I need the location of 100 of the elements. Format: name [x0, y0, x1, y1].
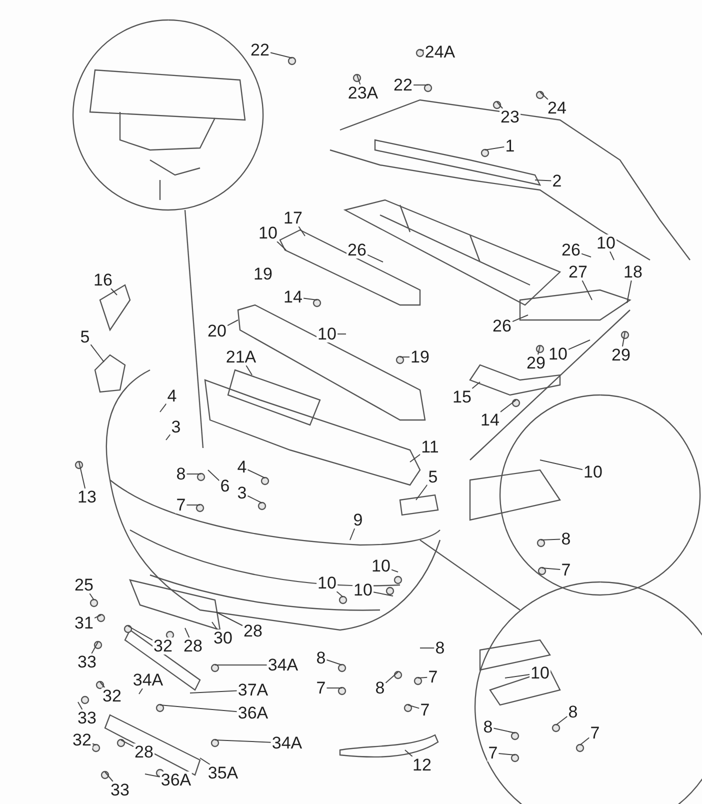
leader-line	[226, 320, 238, 326]
leader-line	[110, 288, 118, 296]
leader-line	[410, 454, 421, 462]
callout-number: 8	[315, 650, 327, 666]
callout-number: 7	[487, 744, 499, 762]
callout-number: 32	[152, 638, 174, 654]
callout-number: 28	[182, 638, 204, 654]
leader-line	[404, 750, 413, 757]
leader-line	[160, 704, 238, 712]
leader-line	[568, 340, 590, 350]
leader-line	[556, 716, 568, 726]
callout-number: 5	[79, 328, 91, 346]
callout-number: 7	[315, 680, 327, 696]
callout-number: 35A	[206, 764, 240, 782]
leader-line	[498, 753, 516, 756]
leader-line	[580, 737, 590, 746]
callout-number: 8	[560, 530, 572, 548]
leader-line	[104, 772, 114, 782]
callout-number: 8	[482, 718, 494, 736]
leader-line	[350, 528, 356, 540]
leader-line	[580, 253, 592, 258]
callout-number: 10	[370, 558, 392, 574]
leader-line	[400, 356, 410, 358]
callout-number: 10	[596, 234, 616, 252]
leader-line	[78, 462, 86, 489]
callout-number: 3	[236, 484, 248, 502]
leader-line	[190, 690, 238, 694]
leader-line	[408, 704, 420, 709]
callout-number: 10	[530, 664, 550, 682]
leader-line	[493, 728, 516, 734]
leader-line	[246, 365, 252, 376]
callout-number: 10	[582, 464, 604, 480]
callout-number: 4	[166, 388, 178, 404]
callout-number: 28	[134, 744, 154, 760]
callout-number: 29	[610, 346, 632, 364]
leader-line	[91, 642, 98, 654]
callout-number: 14	[282, 288, 304, 306]
leader-line	[416, 484, 428, 500]
leader-line	[212, 622, 218, 630]
callout-number: 26	[560, 242, 582, 258]
leader-line	[336, 591, 344, 598]
callout-number: 34A	[266, 656, 300, 674]
callout-number: 33	[76, 710, 98, 726]
leader-line	[214, 664, 268, 666]
callout-number: 26	[492, 318, 512, 334]
leader-line	[626, 280, 632, 304]
callout-number: 4	[236, 458, 248, 476]
callout-number: 16	[92, 272, 114, 288]
callout-number: 37A	[236, 682, 270, 698]
leader-line	[610, 251, 614, 260]
callout-number: 25	[74, 576, 94, 594]
leader-line	[484, 146, 505, 150]
leader-line	[542, 568, 561, 570]
callout-number: 18	[622, 264, 644, 280]
leader-line	[622, 332, 626, 347]
callout-number: 33	[110, 782, 130, 798]
callout-number: 17	[282, 210, 304, 226]
leader-line	[504, 674, 530, 678]
callout-number: 11	[420, 438, 440, 456]
callout-number: 3	[170, 418, 182, 436]
callout-number: 23A	[346, 84, 380, 102]
callout-number: 7	[589, 724, 601, 742]
callout-number: 34A	[132, 672, 164, 688]
leader-line	[78, 702, 83, 710]
leader-line	[540, 92, 548, 100]
callout-number: 9	[352, 512, 364, 528]
leader-line	[144, 774, 160, 778]
leader-line	[276, 241, 286, 250]
callout-number: 28	[242, 622, 264, 640]
leader-line	[496, 102, 504, 109]
callout-number: 7	[175, 496, 187, 514]
leader-line	[270, 52, 292, 58]
leader-line	[582, 280, 592, 300]
leader-line	[208, 470, 220, 482]
callout-number: 2	[551, 172, 563, 190]
callout-number: 30	[212, 630, 234, 646]
callout-number: 10	[258, 224, 278, 242]
leader-line	[166, 434, 171, 440]
leader-line	[247, 469, 266, 478]
callout-number: 31	[74, 614, 94, 632]
leader-line	[247, 495, 262, 504]
leader-line	[356, 74, 361, 85]
callout-number: 10	[316, 574, 338, 592]
leader-line	[472, 382, 480, 389]
callout-number: 8	[567, 704, 579, 720]
leader-line	[94, 614, 102, 619]
leader-line	[366, 254, 384, 262]
leader-line	[120, 740, 134, 748]
leader-line	[412, 84, 428, 86]
leader-line	[100, 682, 106, 688]
callout-number: 32	[102, 688, 122, 704]
callout-number: 36A	[236, 704, 270, 722]
callout-number: 5	[427, 468, 439, 486]
callout-number: 8	[175, 466, 187, 482]
leader-line	[128, 626, 154, 641]
callout-number: 36A	[160, 772, 192, 788]
leader-line	[326, 659, 342, 666]
callout-number: 14	[480, 412, 500, 428]
callout-number: 19	[410, 348, 430, 366]
callout-number: 19	[252, 266, 274, 282]
